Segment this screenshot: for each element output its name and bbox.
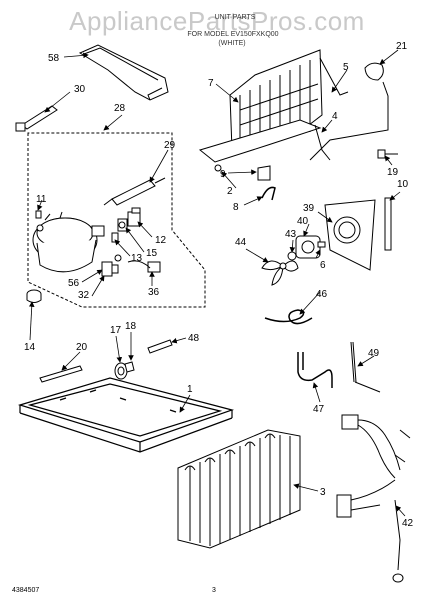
- callout-8: 8: [233, 202, 239, 213]
- part-30-wire-connector: [15, 105, 58, 132]
- callout-17: 17: [110, 325, 122, 336]
- callout-48: 48: [188, 333, 200, 344]
- callout-7: 7: [208, 78, 214, 89]
- callout-2: 2: [227, 186, 233, 197]
- callout-19: 19: [387, 167, 399, 178]
- callout-39: 39: [303, 203, 315, 214]
- callout-5: 5: [343, 62, 349, 73]
- part-12-overload-relay: [127, 207, 141, 227]
- part-2-screw: [214, 164, 222, 172]
- part-3-condenser-coil: [177, 429, 301, 549]
- callout-43: 43: [285, 229, 297, 240]
- callout-12: 12: [155, 235, 167, 246]
- callout-46: 46: [316, 289, 328, 300]
- part-14-mounting-foot: [26, 289, 42, 303]
- callout-44: 44: [235, 237, 247, 248]
- compressor: [32, 211, 105, 273]
- part-46-coiled-tube: [264, 309, 313, 325]
- callout-32: 32: [78, 290, 90, 301]
- callout-40: 40: [297, 216, 309, 227]
- part-56-screw: [114, 254, 122, 262]
- callout-3: 3: [320, 487, 326, 498]
- callout-49: 49: [368, 348, 380, 359]
- callout-1: 1: [187, 384, 193, 395]
- callout-56: 56: [68, 278, 80, 289]
- part-18-fitting: [124, 361, 135, 373]
- part-8-tube-elbow: [261, 186, 276, 201]
- evaporator-mount-plate: [198, 119, 322, 163]
- callout-47: 47: [313, 404, 325, 415]
- doc-number: 4384507: [12, 587, 39, 594]
- callout-leaders: [28, 49, 406, 517]
- callout-labels: 58 30 28 29 11 12 15 13 56 32 36 14 7 5 …: [24, 41, 414, 529]
- part-4-thermostat-wire: [314, 124, 331, 161]
- callout-21: 21: [396, 41, 408, 52]
- part-19-connector: [377, 149, 398, 159]
- callout-36: 36: [148, 287, 160, 298]
- diagram-color: (WHITE): [218, 40, 245, 47]
- part-29-capillary-dryer: [103, 177, 166, 206]
- callout-28: 28: [114, 103, 126, 114]
- callout-42: 42: [402, 518, 414, 529]
- callout-20: 20: [76, 342, 88, 353]
- page-number: 3: [212, 587, 216, 594]
- part-48-tube: [147, 339, 173, 354]
- part-13-terminal: [111, 232, 119, 243]
- part-9-clip: [257, 165, 271, 181]
- callout-11: 11: [36, 194, 47, 205]
- callout-58: 58: [48, 53, 60, 64]
- part-17-valve: [114, 362, 128, 380]
- part-36-harness: [127, 260, 161, 273]
- callout-10: 10: [397, 179, 409, 190]
- callout-4: 4: [332, 111, 338, 122]
- callout-15: 15: [146, 248, 158, 259]
- part-28-compressor-assembly-outline: [27, 132, 206, 308]
- callout-6: 6: [320, 260, 326, 271]
- part-58-drain-trough: [78, 44, 169, 101]
- diagram-model: FOR MODEL EV150FXKQ00: [187, 31, 278, 38]
- part-49-rod: [350, 341, 381, 393]
- callout-9: 9: [220, 169, 226, 180]
- part-1-base-frame: [17, 377, 235, 453]
- part-42-wiring-harness: [336, 414, 411, 583]
- part-32-capacitor: [101, 261, 119, 277]
- callout-14: 14: [24, 342, 36, 353]
- part-6-motor-bracket: [317, 241, 326, 248]
- callout-18: 18: [125, 321, 137, 332]
- part-47-suction-line: [297, 352, 333, 388]
- part-10-drain-tube: [384, 197, 392, 251]
- diagram-title: UNIT PARTS: [215, 14, 256, 21]
- callout-13: 13: [131, 253, 143, 264]
- watermark-text: AppliancePartsPros.com: [69, 6, 365, 36]
- part-39-fan-shroud: [324, 199, 376, 271]
- part-43-fan-hub: [287, 251, 297, 261]
- part-11-grommet: [35, 210, 42, 219]
- part-20-rail: [39, 365, 83, 383]
- part-21-cap: [364, 62, 384, 81]
- part-5-heater-rod: [319, 57, 349, 96]
- part-15-relay-cover: [117, 218, 128, 232]
- part-21-wire: [309, 81, 389, 161]
- callout-29: 29: [164, 140, 176, 151]
- part-40-fan-motor: [295, 235, 321, 259]
- part-44-fan-blade: [261, 260, 299, 286]
- callout-30: 30: [74, 84, 86, 95]
